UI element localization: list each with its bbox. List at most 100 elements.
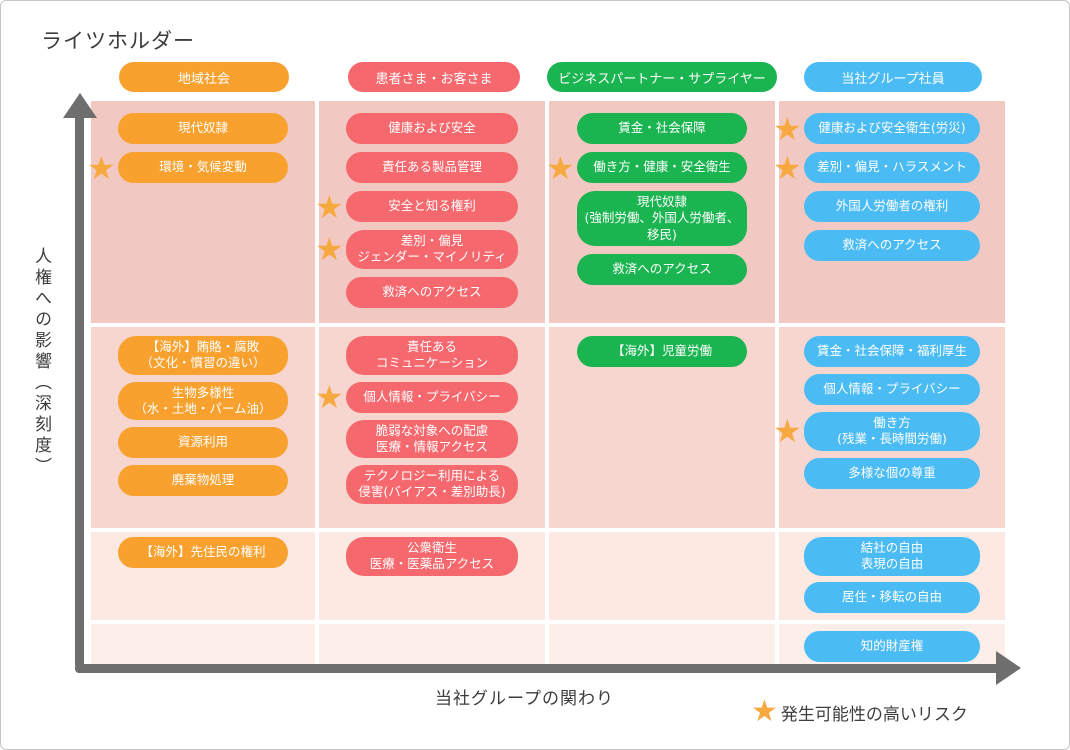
risk-pill-label: 健康および安全 — [388, 120, 476, 136]
risk-pill: 救済へのアクセス — [804, 230, 980, 261]
star-icon: ★ — [773, 109, 802, 148]
matrix-cell-r4-community — [91, 624, 315, 669]
matrix-cell-r4-employees: 知的財産権 — [779, 624, 1005, 669]
risk-pill: 脆弱な対象への配慮 医療・情報アクセス — [346, 419, 518, 458]
risk-pill-label: 健康および安全衛生(労災) — [818, 120, 966, 136]
matrix-cell-r1-community: 現代奴隷環境・気候変動★ — [87, 101, 315, 323]
star-icon: ★ — [751, 694, 778, 729]
risk-pill: 健康および安全衛生(労災)★ — [773, 113, 980, 145]
risk-pill-label: 知的財産権 — [860, 638, 924, 654]
risk-pill: テクノロジー利用による 侵害(バイアス・差別助長) — [346, 465, 518, 504]
risk-pill: 資源利用 — [118, 427, 288, 458]
risk-pill-label: 救済へのアクセス — [382, 283, 482, 299]
risk-pill: 働き方 (残業・長時間労働) ★ — [773, 412, 980, 451]
star-icon: ★ — [315, 187, 344, 226]
matrix-cell-r3-community: 【海外】先住民の権利 — [91, 532, 315, 620]
risk-pill: 居住・移転の自由 — [804, 581, 980, 613]
matrix-cell-r2-partners: 【海外】児童労働 — [549, 327, 775, 528]
star-icon: ★ — [546, 148, 575, 187]
matrix-cell-r1-customers: 健康および安全責任ある製品管理安全と知る権利★差別・偏見 ジェンダー・マイノリテ… — [315, 101, 545, 323]
matrix-cell-r4-partners — [549, 624, 775, 669]
y-axis-label: 人権への影響（深刻度） — [31, 247, 51, 478]
x-axis-line — [75, 664, 1001, 673]
matrix-cell-r1-employees: 健康および安全衛生(労災)★差別・偏見・ハラスメント★外国人労働者の権利救済への… — [773, 101, 1005, 323]
star-icon: ★ — [315, 378, 344, 416]
star-icon: ★ — [773, 148, 802, 187]
legend: ★ 発生可能性の高いリスク — [751, 697, 968, 727]
risk-pill-label: 働き方・健康・安全衛生 — [593, 159, 731, 175]
risk-pill-label: 結社の自由 表現の自由 — [860, 540, 924, 572]
risk-pill: 知的財産権 — [804, 631, 980, 662]
risk-pill: 賃金・社会保障・福利厚生 — [804, 336, 980, 367]
risk-pill-label: 【海外】賄賂・腐敗 （文化・慣習の違い） — [140, 339, 266, 371]
risk-pill: 救済へのアクセス — [577, 253, 747, 285]
risk-pill-label: 資源利用 — [177, 434, 228, 450]
risk-pill-label: 差別・偏見 ジェンダー・マイノリティ — [357, 233, 507, 265]
risk-pill: 公衆衛生 医療・医薬品アクセス — [346, 537, 518, 576]
risk-pill: 環境・気候変動★ — [87, 152, 288, 184]
risk-pill-label: 安全と知る権利 — [388, 198, 476, 214]
risk-pill-label: 賃金・社会保障 — [618, 120, 706, 136]
star-icon: ★ — [315, 230, 344, 269]
risk-pill-label: 責任ある コミュニケーション — [375, 339, 489, 371]
risk-pill: 差別・偏見 ジェンダー・マイノリティ ★ — [315, 230, 518, 269]
matrix-cell-r2-employees: 賃金・社会保障・福利厚生個人情報・プライバシー働き方 (残業・長時間労働) ★ 多様… — [773, 327, 1005, 528]
matrix-cell-r1-partners: 賃金・社会保障働き方・健康・安全衛生★現代奴隷 (強制労働、外国人労働者、 移民… — [546, 101, 775, 323]
risk-pill: 廃棄物処理 — [118, 465, 288, 496]
column-header-partners: ビジネスパートナー・サプライヤー — [547, 62, 777, 92]
risk-pill: 救済へのアクセス — [346, 276, 518, 308]
risk-pill: 結社の自由 表現の自由 — [804, 537, 980, 576]
risk-pill: 【海外】賄賂・腐敗 （文化・慣習の違い） — [118, 336, 288, 375]
risk-pill: 生物多様性 （水・土地・パーム油） — [118, 381, 288, 420]
risk-pill-label: 廃棄物処理 — [171, 472, 235, 488]
risk-pill: 多様な個の尊重 — [804, 457, 980, 489]
risk-pill-label: テクノロジー利用による 侵害(バイアス・差別助長) — [358, 468, 506, 500]
risk-pill-label: 救済へのアクセス — [612, 261, 712, 277]
x-axis-label: 当社グループの関わり — [435, 689, 614, 709]
star-icon: ★ — [773, 412, 802, 451]
column-header-employees: 当社グループ社員 — [804, 62, 982, 92]
column-header-customers: 患者さま・お客さま — [348, 62, 520, 92]
risk-pill-label: 公衆衛生 医療・医薬品アクセス — [369, 540, 495, 572]
y-axis-line — [75, 111, 84, 669]
risk-pill-label: 生物多様性 （水・土地・パーム油） — [134, 384, 272, 416]
matrix-cell-r3-employees: 結社の自由 表現の自由居住・移転の自由 — [779, 532, 1005, 620]
risk-pill: 賃金・社会保障 — [577, 113, 747, 144]
risk-pill-label: 個人情報・プライバシー — [823, 381, 961, 397]
risk-pill: 働き方・健康・安全衛生★ — [546, 152, 747, 184]
matrix-cell-r2-community: 【海外】賄賂・腐敗 （文化・慣習の違い） 生物多様性 （水・土地・パーム油） 資源利… — [91, 327, 315, 528]
risk-pill-label: 責任ある製品管理 — [381, 159, 482, 175]
star-icon: ★ — [87, 148, 116, 187]
risk-pill-label: 賃金・社会保障・福利厚生 — [816, 343, 967, 359]
risk-pill: 現代奴隷 — [118, 113, 288, 144]
risk-pill-label: 多様な個の尊重 — [848, 464, 936, 480]
risk-pill: 差別・偏見・ハラスメント★ — [773, 152, 980, 184]
risk-pill: 個人情報・プライバシー ★ — [315, 381, 518, 413]
matrix-cell-r3-customers: 公衆衛生 医療・医薬品アクセス — [319, 532, 545, 620]
risk-pill-label: 働き方 (残業・長時間労働) — [837, 415, 947, 447]
risk-pill-label: 環境・気候変動 — [159, 159, 247, 175]
risk-pill-label: 脆弱な対象への配慮 医療・情報アクセス — [375, 422, 489, 454]
risk-pill-label: 差別・偏見・ハラスメント — [817, 159, 967, 175]
risk-pill: 安全と知る権利★ — [315, 191, 518, 223]
column-header-community: 地域社会 — [119, 62, 289, 92]
risk-pill: 外国人労働者の権利 — [804, 191, 980, 222]
legend-label: 発生可能性の高いリスク — [780, 704, 968, 725]
risk-pill-label: 【海外】児童労働 — [611, 343, 712, 359]
risk-pill-label: 個人情報・プライバシー — [363, 388, 501, 404]
x-axis-arrowhead-icon — [996, 651, 1021, 685]
risk-pill: 責任ある コミュニケーション — [346, 336, 518, 375]
risk-pill-label: 【海外】先住民の権利 — [140, 544, 266, 560]
matrix-cell-r3-partners — [549, 532, 775, 620]
risk-pill: 【海外】先住民の権利 — [118, 537, 288, 568]
risk-pill-label: 現代奴隷 (強制労働、外国人労働者、 移民) — [584, 194, 740, 242]
matrix-cell-r4-customers — [319, 624, 545, 669]
page-title: ライツホルダー — [41, 29, 195, 53]
risk-pill: 健康および安全 — [346, 113, 518, 144]
risk-pill-label: 外国人労働者の権利 — [835, 198, 949, 214]
risk-pill-label: 救済へのアクセス — [842, 237, 942, 253]
risk-pill-label: 居住・移転の自由 — [841, 588, 942, 604]
risk-pill-label: 現代奴隷 — [177, 120, 228, 136]
risk-pill: 個人情報・プライバシー — [804, 374, 980, 405]
